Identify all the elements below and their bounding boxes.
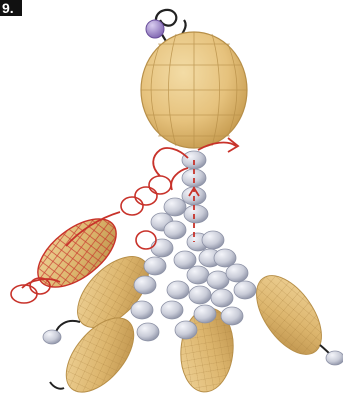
round-gold-bead [141,32,247,148]
gold-drop-right [244,264,335,365]
accent-bead [146,20,164,38]
